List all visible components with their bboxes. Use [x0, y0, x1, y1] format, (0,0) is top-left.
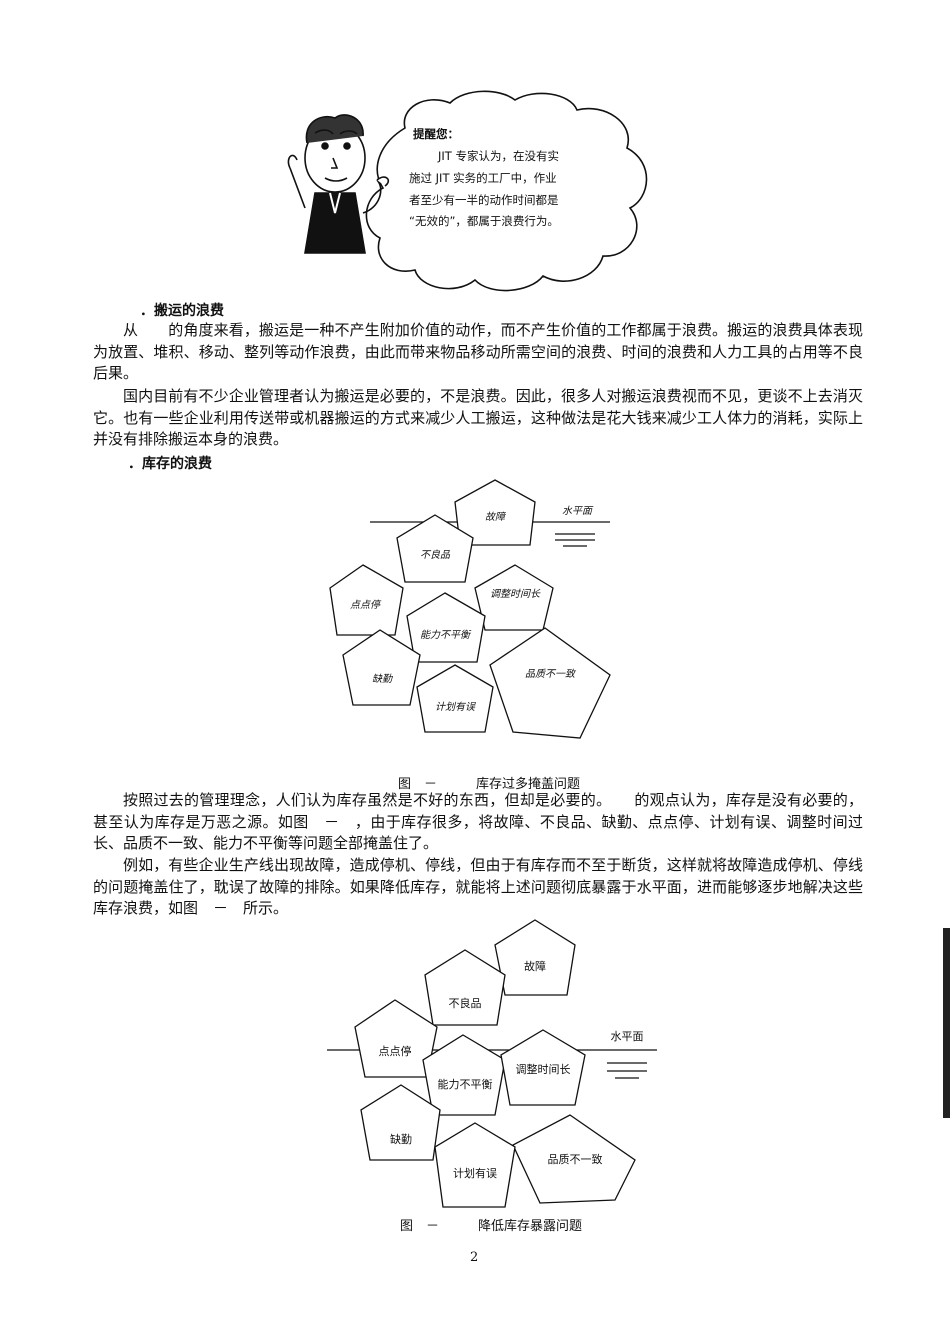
figure-inventory-low: 水平面 故障 不良品 点点停 能力不平衡 调整时间长 缺勤 品质不一致 计划有误 — [327, 919, 657, 1208]
pentagon-defect — [396, 514, 474, 583]
reminder-line-1: JIT 专家认为，在没有实 — [438, 149, 559, 163]
fig1-label-defect: 不良品 — [420, 549, 451, 561]
fig1-label-absence: 缺勤 — [372, 673, 393, 685]
paragraph-transport-2: 国内目前有不少企业管理者认为搬运是必要的，不是浪费。因此，很多人对搬运浪费视而不… — [93, 387, 863, 448]
cartoon-man — [287, 114, 390, 254]
fig1-label-stop: 点点停 — [350, 599, 382, 611]
water-label-2: 水平面 — [611, 1030, 644, 1043]
reminder-illustration — [287, 90, 648, 292]
section-heading-inventory: ．库存的浪费 — [128, 456, 212, 472]
fig2-label-defect: 不良品 — [449, 996, 482, 1010]
pentagon-plan-2 — [434, 1122, 516, 1208]
pentagon-absence — [342, 629, 421, 706]
pentagon-quality-2 — [512, 1114, 636, 1204]
pentagon-capacity — [406, 592, 486, 663]
paragraph-inventory-2: 例如，有些企业生产线出现故障，造成停机、停线，但由于有库存而不至于断货，这样就将… — [93, 856, 863, 917]
pentagon-capacity-2 — [422, 1034, 506, 1116]
reminder-title: 提醒您： — [413, 127, 459, 141]
pentagon-absence-2 — [360, 1084, 441, 1161]
water-label-1: 水平面 — [562, 505, 594, 517]
scroll-edge-bar — [943, 928, 950, 1118]
pentagon-quality — [489, 627, 611, 739]
fig1-label-plan: 计划有误 — [435, 701, 476, 713]
section-heading-transport: ．搬运的浪费 — [140, 303, 224, 319]
pentagon-plan — [416, 664, 494, 733]
fig2-label-plan: 计划有误 — [453, 1166, 497, 1180]
figure2-caption: 图 － 降低库存暴露问题 — [400, 1219, 583, 1234]
fig2-label-adjust: 调整时间长 — [516, 1062, 571, 1076]
pentagon-adjust-2 — [500, 1029, 586, 1106]
fig2-label-absence: 缺勤 — [390, 1132, 412, 1146]
fig1-label-adjust: 调整时间长 — [490, 588, 541, 600]
fig2-label-quality: 品质不一致 — [548, 1152, 603, 1166]
reminder-line-2: 施过 JIT 实务的工厂中，作业 — [409, 171, 557, 185]
paragraph-inventory-1: 按照过去的管理理念，人们认为库存虽然是不好的东西，但却是必要的。 的观点认为，库… — [93, 791, 863, 852]
fig2-label-fault: 故障 — [524, 959, 546, 973]
fig1-label-capacity: 能力不平衡 — [420, 629, 472, 641]
pentagon-fault — [454, 479, 536, 546]
reminder-line-4: “无效的”，都属于浪费行为。 — [409, 214, 559, 228]
fig2-label-stop: 点点停 — [379, 1044, 412, 1058]
paragraph-transport-1: 从 的角度来看，搬运是一种不产生附加价值的动作，而不产生价值的工作都属于浪费。搬… — [93, 321, 863, 382]
cloud-bubble — [365, 90, 648, 292]
fig2-label-capacity: 能力不平衡 — [438, 1077, 493, 1091]
fig1-label-fault: 故障 — [485, 511, 507, 523]
pentagon-stop — [329, 564, 404, 636]
page-number: 2 — [470, 1250, 479, 1265]
pentagon-adjust — [474, 564, 554, 631]
pentagon-stop-2 — [354, 999, 438, 1078]
pentagon-defect-2 — [424, 949, 506, 1026]
pentagon-fault-2 — [494, 919, 576, 996]
fig1-label-quality: 品质不一致 — [525, 668, 577, 680]
reminder-line-3: 者至少有一半的动作时间都是 — [409, 193, 559, 207]
figure-inventory-high: 水平面 故障 不良品 调整时间长 点点停 能力不平衡 缺勤 品质不一致 计划有误 — [329, 479, 611, 739]
figure1-caption: 图 － 库存过多掩盖问题 — [398, 777, 581, 792]
